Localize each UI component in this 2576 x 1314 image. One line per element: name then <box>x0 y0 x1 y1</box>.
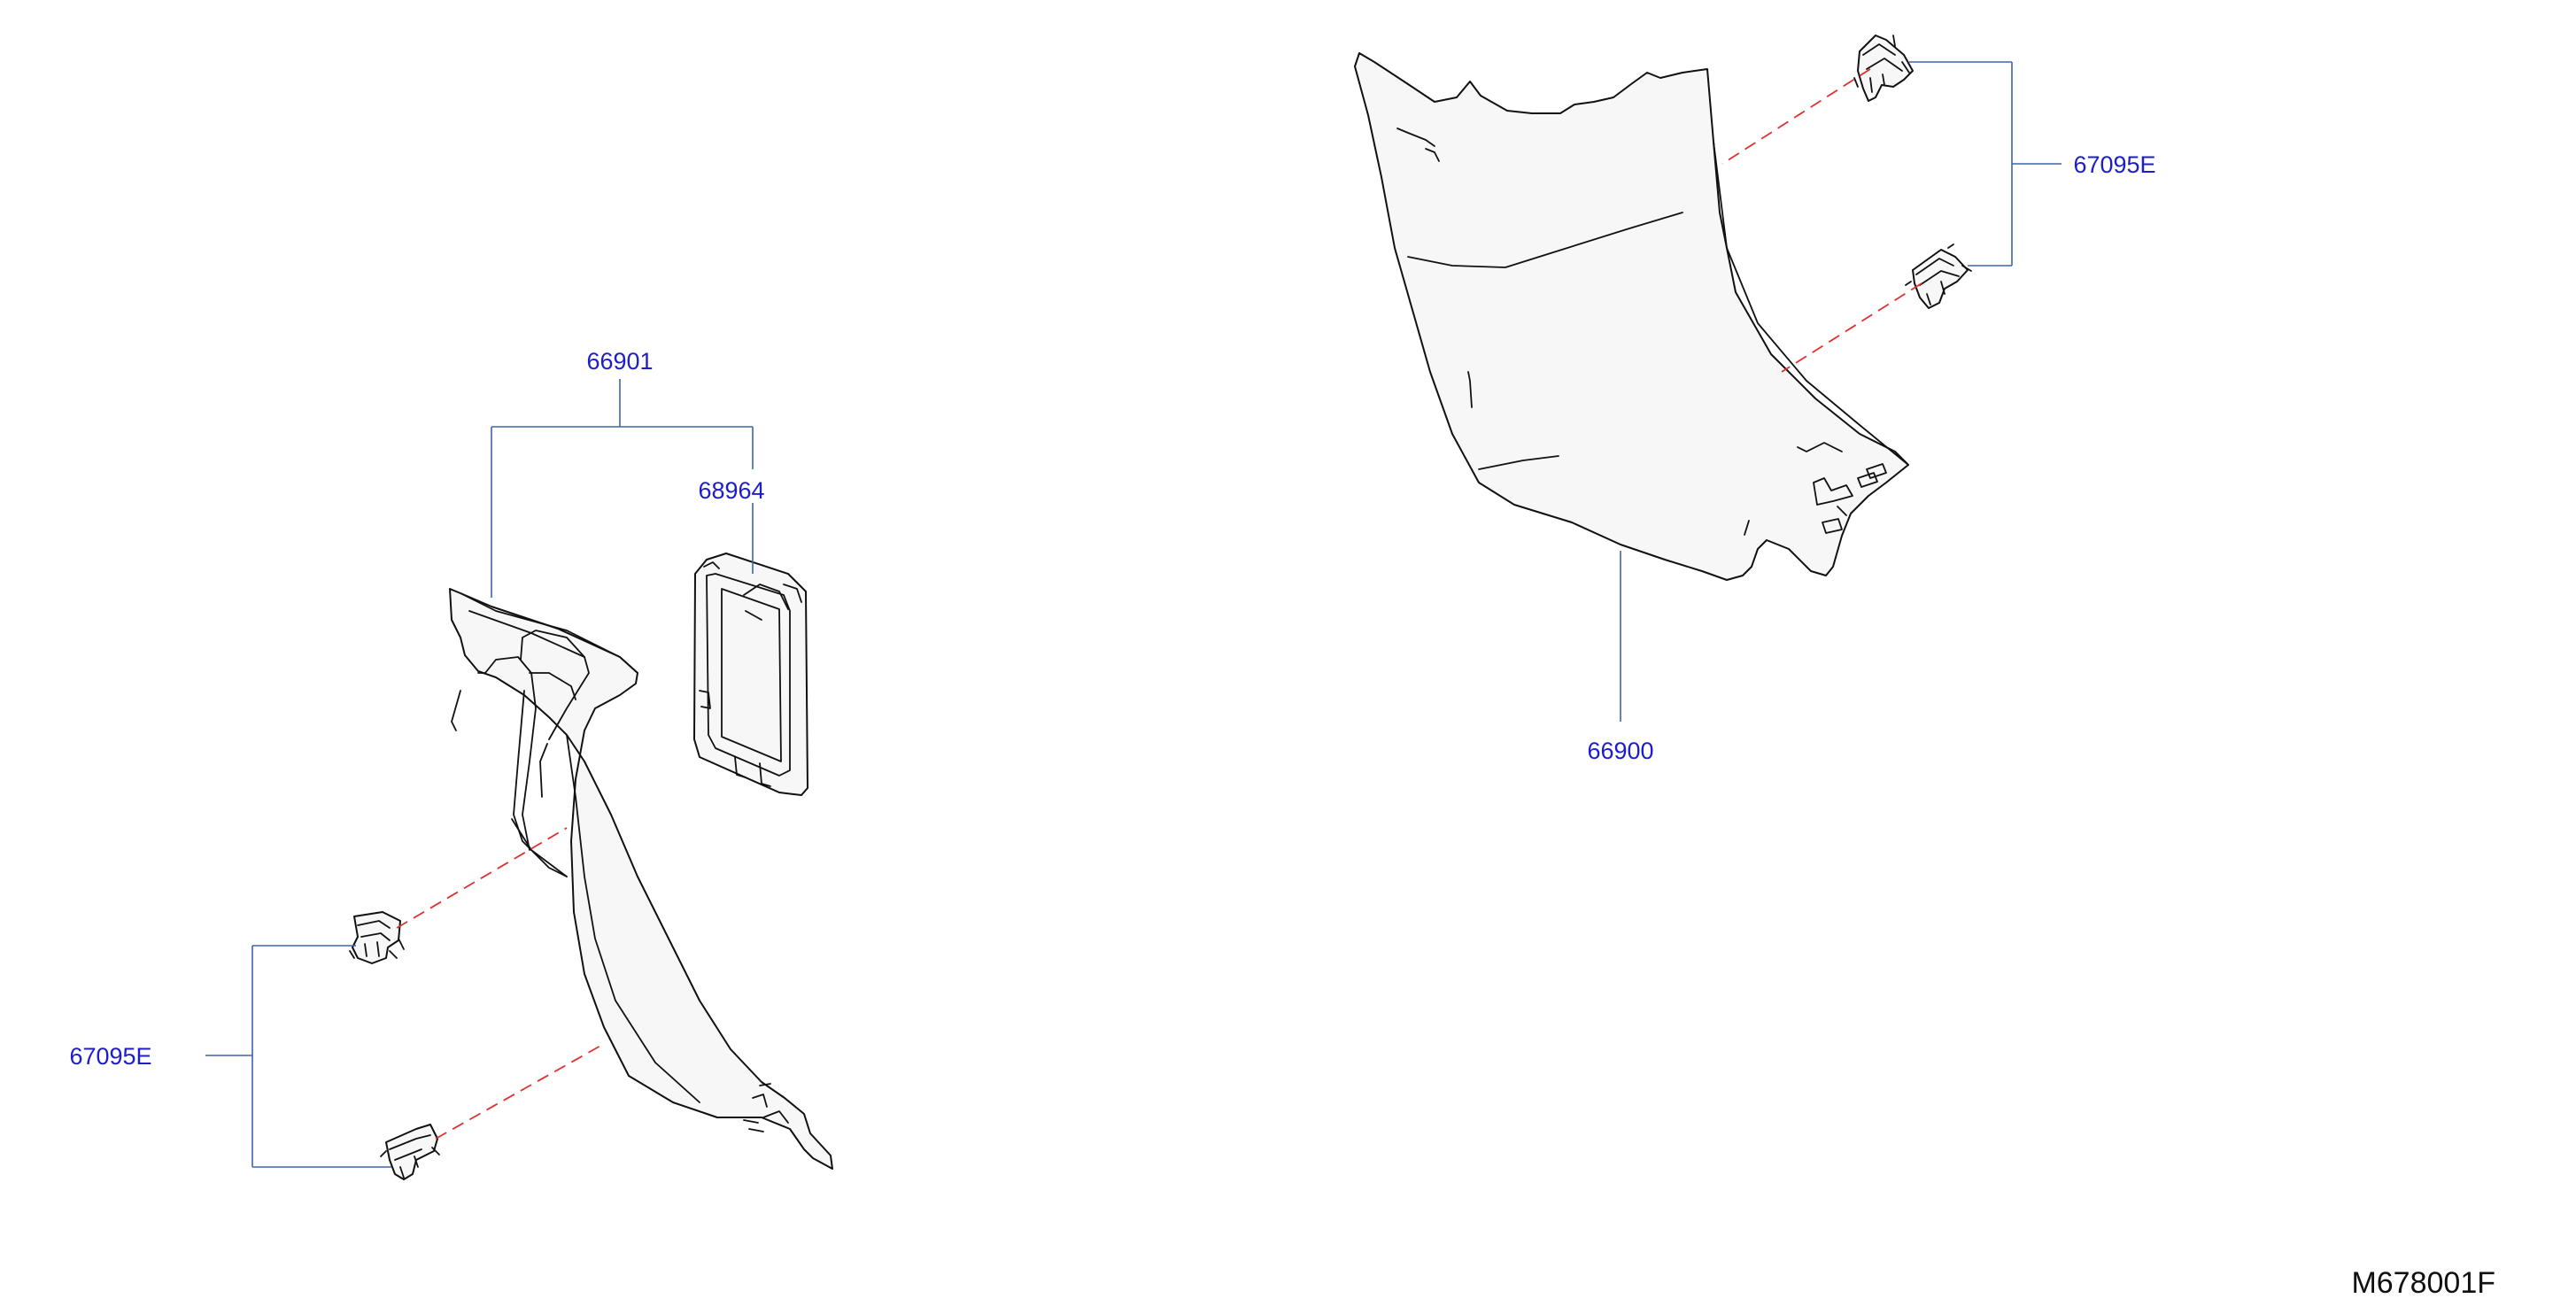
callout-68964: 68964 <box>698 477 764 504</box>
clip-upper-left <box>349 911 405 964</box>
fastener-line-right-upper <box>1721 68 1871 165</box>
callout-67095e-left: 67095E <box>69 1043 151 1070</box>
leader-clip-right <box>1909 61 2062 267</box>
clip-lower-left <box>380 1124 440 1180</box>
callout-66900: 66900 <box>1587 738 1653 764</box>
figure-code: M678001F <box>2351 1266 2495 1300</box>
clip-upper-right <box>1853 35 1914 102</box>
leader-clip-left <box>205 945 391 1168</box>
leader-assembly-left <box>491 379 754 598</box>
fastener-line-left-lower <box>435 1044 603 1140</box>
fastener-direction-lines <box>396 68 1922 1140</box>
fastener-line-right-lower <box>1781 282 1922 373</box>
access-lid <box>693 553 808 796</box>
callout-67095e-right: 67095E <box>2073 151 2155 178</box>
fastener-line-left-upper <box>396 827 568 929</box>
leader-lines <box>205 61 2062 1168</box>
callout-66901: 66901 <box>586 348 653 375</box>
pillar-trim-upper-right <box>1354 52 1909 581</box>
pillar-trim-lower-left <box>449 588 833 1170</box>
clip-lower-right <box>1905 243 1972 309</box>
